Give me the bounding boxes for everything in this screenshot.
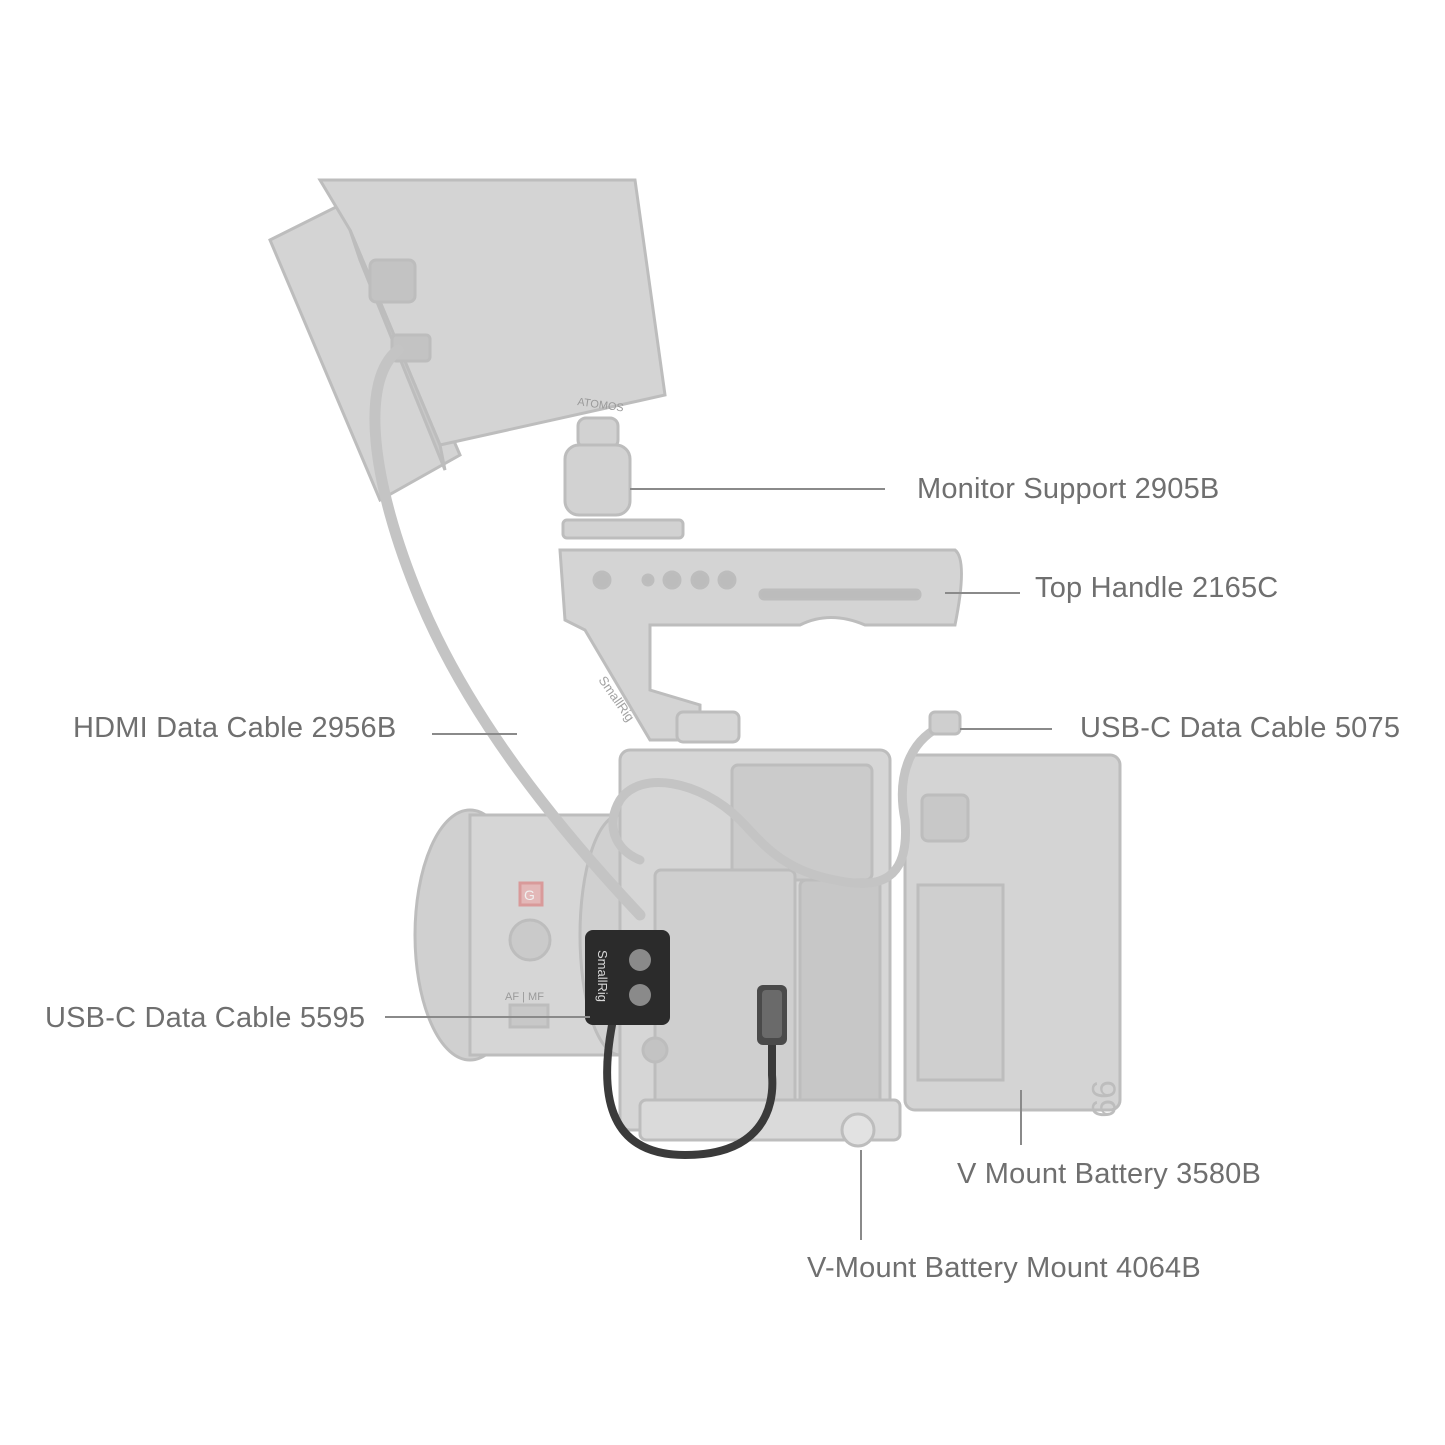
leader-hdmi-cable bbox=[432, 733, 517, 735]
v-mount-battery bbox=[903, 753, 1122, 1112]
label-battery-mount: V-Mount Battery Mount 4064B bbox=[807, 1252, 1201, 1284]
usbc-cable-5595 bbox=[585, 930, 787, 1160]
usbc-5595-brand-marking: SmallRig bbox=[595, 950, 610, 1002]
camera-cage bbox=[618, 748, 902, 1148]
leader-battery-mount bbox=[860, 1150, 862, 1240]
leader-battery bbox=[1020, 1090, 1022, 1145]
lens-badge-marking: G bbox=[524, 887, 535, 903]
label-usbc-5595: USB-C Data Cable 5595 bbox=[45, 1002, 366, 1034]
lens-switch-marking: AF | MF bbox=[505, 991, 544, 1003]
leader-usbc-5075 bbox=[960, 728, 1052, 730]
hdmi-cable bbox=[369, 344, 646, 921]
monitor-support bbox=[561, 416, 685, 540]
label-top-handle: Top Handle 2165C bbox=[1035, 572, 1279, 604]
leader-monitor-support bbox=[630, 488, 885, 490]
label-v-mount-battery: V Mount Battery 3580B bbox=[957, 1158, 1262, 1190]
leader-usbc-5595 bbox=[385, 1016, 590, 1018]
top-handle bbox=[558, 548, 963, 742]
label-usbc-5075: USB-C Data Cable 5075 bbox=[1080, 712, 1401, 744]
label-hdmi-cable: HDMI Data Cable 2956B bbox=[73, 712, 397, 744]
usbc-cable-5075 bbox=[608, 720, 950, 888]
battery-capacity-marking: 99 bbox=[1084, 1080, 1122, 1118]
leader-top-handle bbox=[945, 592, 1020, 594]
label-monitor-support: Monitor Support 2905B bbox=[917, 473, 1220, 505]
